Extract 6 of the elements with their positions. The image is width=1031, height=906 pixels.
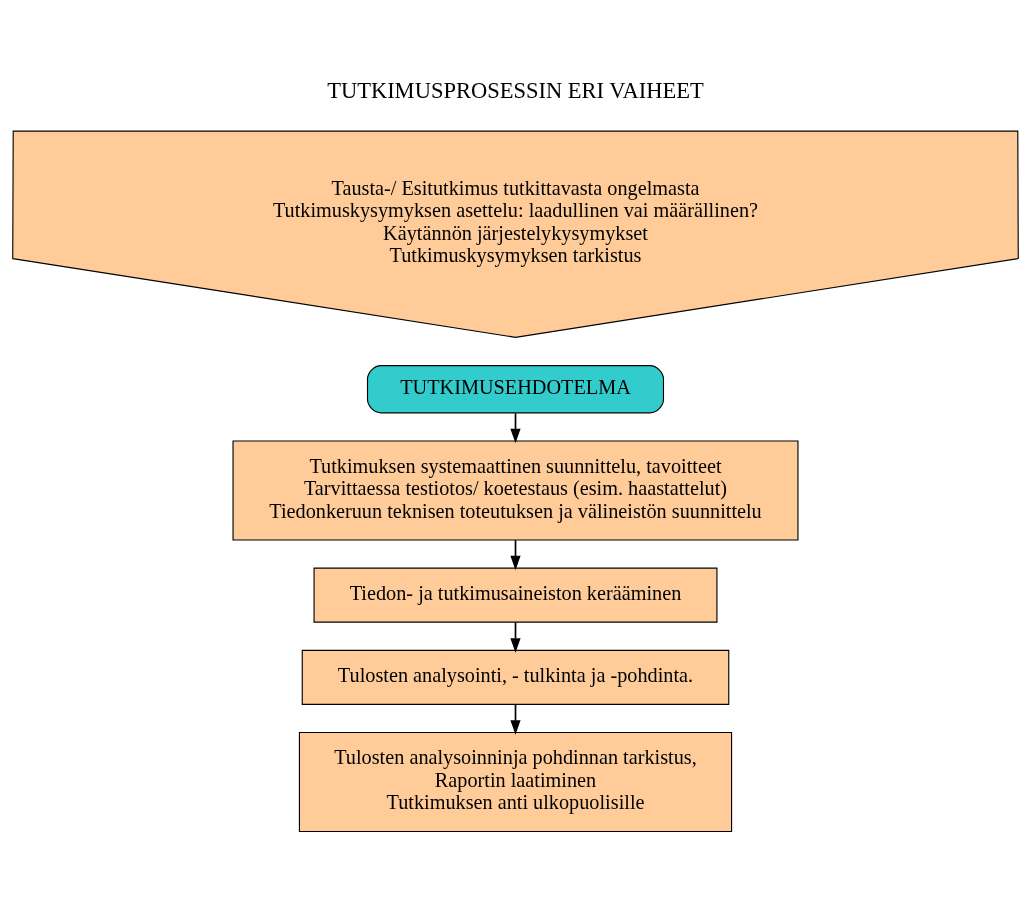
node-box: Tiedon- ja tutkimusaineiston kerääminen <box>313 567 718 623</box>
node-box: TUTKIMUSEHDOTELMA <box>366 364 665 413</box>
node-box: Tulosten analysointi, - tulkinta ja -pohdinta. <box>301 649 730 705</box>
node-box: Tutkimuksen systemaattinen suunnittelu, tavoitteet Tarvittaessa testiotos/ koetestaus (esim. haastattelut) Tiedonkeruun teknisen toteutuksen ja välineistön suunnittelu <box>232 439 799 541</box>
diagram-title: TUTKIMUSPROSESSIN ERI VAIHEET <box>327 77 704 103</box>
node-box: Tulosten analysoinninja pohdinnan tarkistus, Raportin laatiminen Tutkimuksen anti ulkopuolisille <box>298 731 733 832</box>
